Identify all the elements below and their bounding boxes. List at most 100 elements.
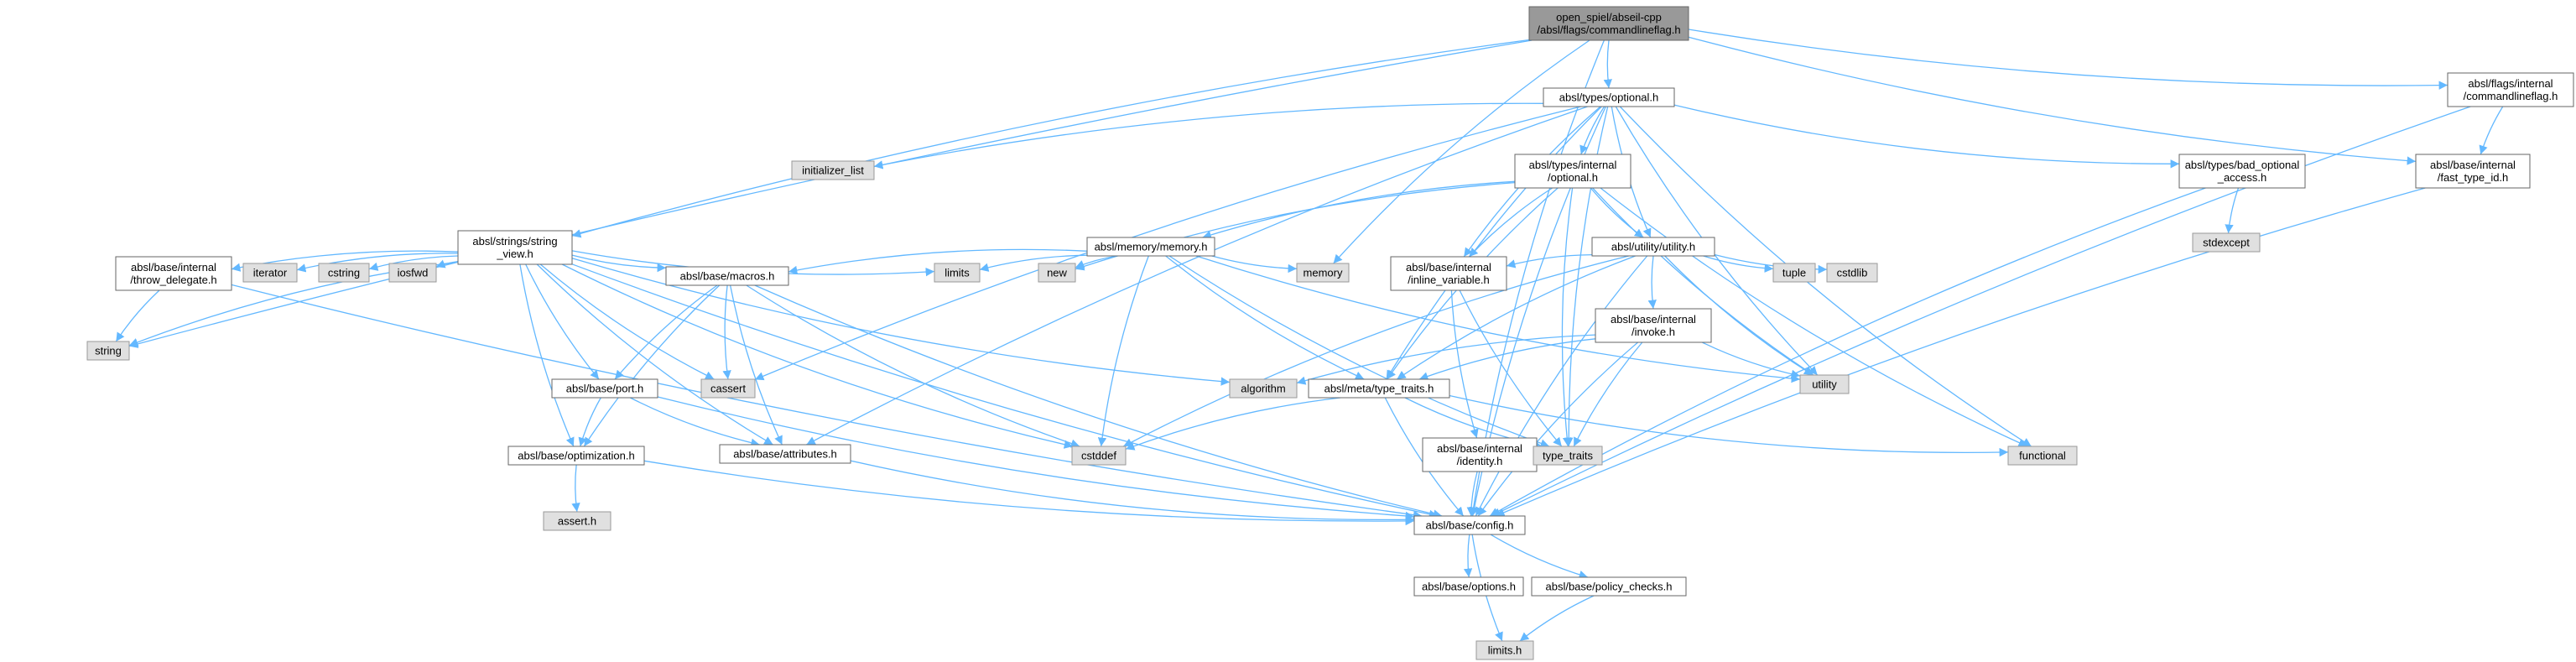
node-assert-h: assert.h: [543, 511, 611, 531]
node-optional[interactable]: absl/types/optional.h: [1543, 87, 1675, 107]
edge-flags_internal-to-config: [1491, 106, 2471, 517]
edge-invoke-to-algorithm: [1296, 334, 1596, 385]
node-limits: limits: [934, 263, 981, 283]
edge-string_view-to-optimization: [519, 263, 575, 447]
node-iterator: iterator: [242, 263, 298, 283]
node-label: stdexcept: [2203, 237, 2250, 249]
node-options[interactable]: absl/base/options.h: [1413, 576, 1524, 597]
node-functional: functional: [2007, 446, 2078, 466]
node-label: iosfwd: [398, 267, 429, 279]
node-box: [2415, 154, 2531, 189]
node-label: absl/base/internal: [1611, 313, 1696, 326]
node-box: [1308, 378, 1450, 399]
node-label: absl/base/attributes.h: [733, 448, 837, 461]
node-flags-internal[interactable]: absl/flags/internal/commandlineflag.h: [2447, 72, 2574, 107]
node-box: [934, 263, 981, 283]
node-box: [719, 444, 851, 464]
node-box: [1799, 374, 1850, 394]
node-stdexcept: stdexcept: [2192, 232, 2261, 253]
node-label: absl/types/bad_optional: [2185, 159, 2300, 171]
node-policy-checks[interactable]: absl/base/policy_checks.h: [1531, 576, 1687, 597]
node-box: [1533, 446, 1603, 466]
node-box: [1528, 6, 1689, 41]
node-new: new: [1038, 263, 1076, 283]
node-label: /fast_type_id.h: [2438, 171, 2509, 184]
node-type-traits-h[interactable]: absl/meta/type_traits.h: [1308, 378, 1450, 399]
node-label: absl/flags/internal: [2468, 77, 2553, 90]
node-label: new: [1047, 267, 1067, 279]
node-label: /inline_variable.h: [1408, 274, 1490, 286]
node-label: cstring: [328, 267, 360, 279]
node-types-internal-optional[interactable]: absl/types/internal/optional.h: [1514, 154, 1631, 189]
edge-string_view-to-cstddef: [561, 263, 1074, 449]
node-box: [1038, 263, 1076, 283]
node-box: [1543, 87, 1675, 107]
edge-macros-to-attributes: [729, 284, 783, 446]
node-cstring: cstring: [318, 263, 370, 283]
node-label: /invoke.h: [1631, 326, 1675, 338]
edge-type_traits_h-to-functional: [1449, 394, 2009, 457]
node-port[interactable]: absl/base/port.h: [551, 378, 658, 399]
node-label: /optional.h: [1548, 171, 1598, 184]
node-label: limits: [945, 267, 970, 279]
edge-string_view-to-iterator: [296, 253, 459, 273]
node-label: cstdlib: [1837, 267, 1868, 279]
node-fast-type-id[interactable]: absl/base/internal/fast_type_id.h: [2415, 154, 2531, 189]
edge-macros-to-cassert: [722, 284, 731, 380]
node-box: [242, 263, 298, 283]
edge-types_internal_optional-to-memory_h: [1202, 180, 1516, 239]
node-identity[interactable]: absl/base/internal/identity.h: [1422, 437, 1538, 472]
edge-macros-to-config: [754, 284, 1443, 519]
edge-memory_h-to-new: [1075, 255, 1118, 268]
edge-string_view-to-algorithm: [571, 258, 1231, 386]
edge-optional-to-bad_optional_access: [1673, 104, 2180, 169]
node-box: [1413, 576, 1524, 597]
node-utility-h[interactable]: absl/utility/utility.h: [1591, 237, 1715, 257]
edge-optimization-to-assert_h: [571, 464, 580, 513]
edge-optional-to-types_internal_optional: [1579, 106, 1605, 155]
node-macros[interactable]: absl/base/macros.h: [665, 266, 789, 286]
node-box: [86, 341, 130, 361]
edge-utility_h-to-tuple: [1703, 255, 1774, 273]
node-label: absl/base/config.h: [1426, 519, 1514, 532]
node-label: absl/types/internal: [1529, 159, 1617, 171]
edge-config-to-options: [1463, 534, 1473, 578]
node-label: /identity.h: [1457, 455, 1503, 467]
edge-string_view-to-attributes: [536, 263, 773, 446]
node-throw-delegate[interactable]: absl/base/internal/throw_delegate.h: [115, 256, 232, 291]
edge-optional-to-functional: [1619, 106, 2032, 447]
node-label: absl/meta/type_traits.h: [1324, 383, 1434, 395]
edge-string_view-to-macros: [571, 254, 667, 273]
edge-inline_variable-to-type_traits: [1459, 289, 1563, 447]
node-label: absl/base/options.h: [1422, 581, 1516, 593]
edge-string_view-to-port: [525, 263, 600, 380]
node-invoke[interactable]: absl/base/internal/invoke.h: [1595, 308, 1712, 343]
node-box: [1086, 237, 1215, 257]
node-type-traits: type_traits: [1533, 446, 1603, 466]
node-box: [1475, 640, 1534, 660]
node-box: [507, 446, 645, 466]
node-config[interactable]: absl/base/config.h: [1413, 515, 1526, 535]
node-box: [1296, 263, 1350, 283]
node-optimization[interactable]: absl/base/optimization.h: [507, 446, 645, 466]
edge-throw_delegate-to-string: [115, 289, 160, 342]
node-inline-variable[interactable]: absl/base/internal/inline_variable.h: [1390, 256, 1507, 291]
node-bad-optional-access[interactable]: absl/types/bad_optional_access.h: [2178, 154, 2306, 189]
node-label: absl/base/optimization.h: [518, 450, 634, 462]
node-string-view[interactable]: absl/strings/string_view.h: [457, 230, 573, 265]
edge-optimization-to-config: [643, 460, 1415, 526]
edge-root-to-flags_internal: [1688, 29, 2449, 90]
node-label: open_spiel/abseil-cpp: [1556, 11, 1662, 23]
node-label: absl/base/port.h: [566, 383, 644, 395]
node-box: [1071, 446, 1127, 466]
edge-utility_h-to-cstddef: [1122, 255, 1629, 447]
node-memory-h[interactable]: absl/memory/memory.h: [1086, 237, 1215, 257]
node-attributes[interactable]: absl/base/attributes.h: [719, 444, 851, 464]
dependency-edges: [115, 29, 2504, 642]
node-label: initializer_list: [802, 164, 864, 177]
edge-utility_h-to-config: [1475, 255, 1648, 517]
node-root[interactable]: open_spiel/abseil-cpp/absl/flags/command…: [1528, 6, 1689, 41]
node-cstddef: cstddef: [1071, 446, 1127, 466]
node-label: tuple: [1782, 267, 1806, 279]
node-label: cassert: [710, 383, 746, 395]
